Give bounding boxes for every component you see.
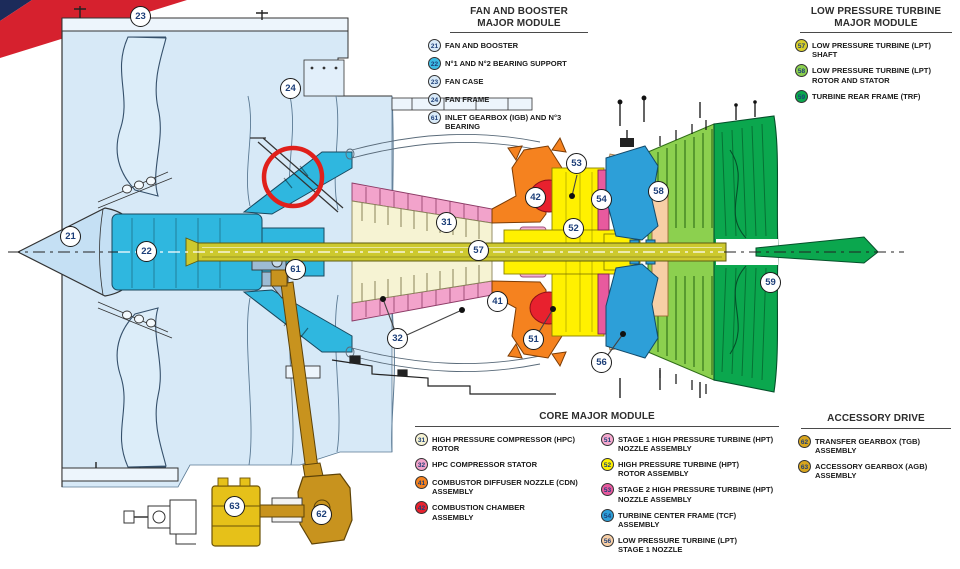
legend-item: 24 FAN FRAME: [428, 93, 610, 106]
legend-item-label: LOW PRESSURE TURBINE (LPT) ROTOR AND STA…: [812, 66, 931, 85]
legend-item-label: LOW PRESSURE TURBINE (LPT) SHAFT: [812, 41, 931, 60]
legend-item: 57 LOW PRESSURE TURBINE (LPT) SHAFT: [795, 39, 957, 59]
legend-chip: 54: [601, 508, 614, 522]
legend-title-line: LOW PRESSURE TURBINE: [810, 6, 942, 17]
legend-item: 22 N°1 AND N°2 BEARING SUPPORT: [428, 57, 610, 70]
legend-chip: 51: [601, 432, 614, 446]
highlight-annotation-circle: [261, 145, 325, 209]
legend-chip: 21: [428, 39, 441, 52]
legend-item: 21 FAN AND BOOSTER: [428, 39, 610, 52]
legend-item-label: HIGH PRESSURE COMPRESSOR (HPC) ROTOR: [432, 434, 576, 453]
legend-item: 23 FAN CASE: [428, 75, 610, 88]
legend-accessory-drive: ACCESSORY DRIVE 62 TRANSFER GEARBOX (TGB…: [798, 413, 954, 485]
legend-title: ACCESSORY DRIVE: [827, 413, 925, 424]
legend-chip: 59: [795, 89, 808, 103]
legend-item-label: HIGH PRESSURE TURBINE (HPT) ROTOR ASSEMB…: [618, 459, 740, 479]
legend-rule: [415, 425, 779, 427]
legend-chip: 32: [415, 457, 428, 471]
legend-item: 52 HIGH PRESSURE TURBINE (HPT) ROTOR ASS…: [601, 457, 779, 479]
legend-item: 62 TRANSFER GEARBOX (TGB) ASSEMBLY: [798, 434, 954, 455]
legend-item-label: COMBUSTOR DIFFUSER NOZZLE (CDN) ASSEMBLY: [432, 477, 578, 497]
turbine-rear-frame: [713, 100, 779, 393]
legend-item-label: LOW PRESSURE TURBINE (LPT) STAGE 1 NOZZL…: [618, 536, 737, 555]
legend-item-label: TRANSFER GEARBOX (TGB) ASSEMBLY: [815, 436, 921, 455]
legend-item-label: STAGE 1 HIGH PRESSURE TURBINE (HPT) NOZZ…: [618, 434, 774, 453]
legend-item: 63 ACCESSORY GEARBOX (AGB) ASSEMBLY: [798, 459, 954, 481]
legend-title-line: FAN AND BOOSTER: [470, 6, 568, 17]
accessory-gearbox: [211, 485, 261, 547]
legend-chip: 57: [795, 39, 808, 52]
legend-chip: 58: [795, 64, 808, 78]
case-studs: [617, 95, 701, 398]
legend-rule: [801, 427, 951, 429]
transfer-gearbox: [297, 473, 353, 545]
legend-rule: [450, 32, 588, 33]
legend-item-label: TURBINE CENTER FRAME (TCF) ASSEMBLY: [618, 510, 737, 529]
legend-item: 54 TURBINE CENTER FRAME (TCF) ASSEMBLY: [601, 508, 779, 529]
legend-item-label: HPC COMPRESSOR STATOR: [432, 459, 538, 469]
legend-chip: 22: [428, 57, 441, 70]
legend-rule: [800, 32, 952, 33]
rear-cone: [755, 236, 879, 264]
legend-item-label: FAN FRAME: [445, 95, 490, 104]
legend-title-line: MAJOR MODULE: [477, 17, 561, 29]
legend-chip: 56: [601, 534, 614, 548]
core-lower-case-line: [331, 355, 556, 395]
legend-chip: 23: [428, 75, 441, 88]
legend-item: 32 HPC COMPRESSOR STATOR: [415, 457, 593, 471]
legend-core: CORE MAJOR MODULE 31 HIGH PRESSURE COMPR…: [415, 411, 779, 560]
legend-item-label: FAN CASE: [445, 77, 484, 86]
fan-blade: [116, 36, 167, 468]
legend-fan-booster: FAN AND BOOSTER MAJOR MODULE 21 FAN AND …: [428, 6, 610, 136]
legend-item-label: TURBINE REAR FRAME (TRF): [812, 91, 921, 101]
legend-chip: 52: [601, 457, 614, 471]
legend-item: 41 COMBUSTOR DIFFUSER NOZZLE (CDN) ASSEM…: [415, 475, 593, 497]
legend-item-label: N°1 AND N°2 BEARING SUPPORT: [445, 59, 567, 68]
legend-item: 42 COMBUSTION CHAMBER ASSEMBLY: [415, 501, 593, 522]
legend-item: 31 HIGH PRESSURE COMPRESSOR (HPC) ROTOR: [415, 432, 593, 453]
legend-item: 58 LOW PRESSURE TURBINE (LPT) ROTOR AND …: [795, 64, 957, 85]
legend-core-right-column: 51 STAGE 1 HIGH PRESSURE TURBINE (HPT) N…: [601, 432, 779, 560]
legend-chip: 24: [428, 93, 441, 106]
legend-item-label: INLET GEARBOX (IGB) AND N°3 BEARING: [445, 113, 562, 132]
legend-core-left-column: 31 HIGH PRESSURE COMPRESSOR (HPC) ROTOR …: [415, 432, 593, 560]
legend-chip: 63: [798, 459, 811, 473]
legend-item: 51 STAGE 1 HIGH PRESSURE TURBINE (HPT) N…: [601, 432, 779, 453]
legend-chip: 42: [415, 501, 428, 515]
legend-chip: 31: [415, 432, 428, 446]
legend-item-label: COMBUSTION CHAMBER ASSEMBLY: [432, 503, 525, 522]
turbine-center-frame: [605, 130, 659, 359]
radial-shaft-upper: [250, 137, 344, 213]
legend-chip: 53: [601, 483, 614, 497]
legend-item-label: STAGE 2 HIGH PRESSURE TURBINE (HPT) NOZZ…: [618, 485, 774, 504]
fan-frame-struts: [97, 171, 173, 339]
legend-item: 59 TURBINE REAR FRAME (TRF): [795, 89, 957, 103]
legend-title: CORE MAJOR MODULE: [539, 411, 655, 422]
legend-item: 61 INLET GEARBOX (IGB) AND N°3 BEARING: [428, 111, 610, 131]
legend-chip: 41: [415, 475, 428, 489]
legend-item-label: FAN AND BOOSTER: [445, 41, 519, 50]
legend-item: 56 LOW PRESSURE TURBINE (LPT) STAGE 1 NO…: [601, 534, 779, 554]
legend-chip: 62: [798, 434, 811, 448]
legend-chip: 61: [428, 111, 441, 124]
legend-item: 53 STAGE 2 HIGH PRESSURE TURBINE (HPT) N…: [601, 483, 779, 504]
legend-item-label: ACCESSORY GEARBOX (AGB) ASSEMBLY: [815, 461, 928, 481]
legend-title-line: MAJOR MODULE: [834, 17, 918, 29]
legend-lpt: LOW PRESSURE TURBINE MAJOR MODULE 57 LOW…: [795, 6, 957, 108]
